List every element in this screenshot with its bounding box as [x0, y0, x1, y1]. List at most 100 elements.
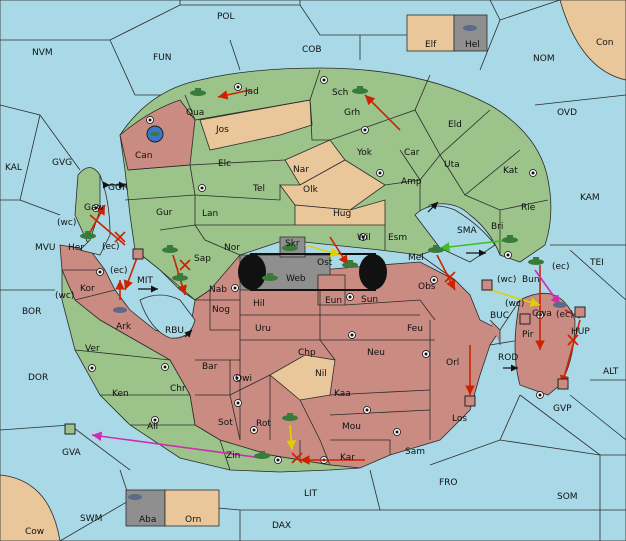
land-label-gur: Gur [156, 208, 173, 218]
sea-label-ovd: OVD [557, 108, 577, 118]
land-label-eun: Eun [325, 296, 342, 306]
land-label-nog: Nog [212, 305, 230, 315]
sea-label-mvu: MVU [35, 243, 56, 253]
land-label-qua: Qua [186, 108, 204, 118]
land-label-hil: Hil [253, 299, 265, 309]
army-unit-ost [342, 260, 358, 268]
land-label-orn: Orn [185, 515, 201, 525]
army-unit-mel [428, 245, 444, 253]
fleet-unit-mit [132, 248, 144, 260]
land-label-ail: Ail [147, 422, 158, 432]
sea-label-cob: COB [302, 45, 322, 55]
land-label-skr: Skr [285, 239, 300, 249]
land-label-sam: Sam [405, 447, 425, 457]
land-label-wil: Wil [357, 233, 371, 243]
land-label-kor: Kor [80, 284, 95, 294]
sea-label-dax: DAX [272, 521, 291, 531]
land-label-chp: Chp [298, 348, 316, 358]
fleet-unit-ark [113, 307, 127, 313]
sea-label-nvm: NVM [32, 48, 53, 58]
sea-label-rbu: RBU [165, 326, 184, 336]
land-label-nab: Nab [209, 285, 227, 295]
province-elf[interactable] [406, 14, 455, 52]
land-label-hup: HUP [571, 327, 590, 337]
central-lake-east [359, 254, 387, 290]
land-label-mel: Mel [408, 253, 424, 263]
army-unit-sch [352, 86, 368, 94]
sea-label-kam: KAM [580, 193, 600, 203]
units [64, 25, 586, 500]
land-label-hug: Hug [333, 209, 351, 219]
sea-label-buc: BUC [490, 311, 509, 321]
land-label-sot: Sot [218, 418, 233, 428]
land-labels: Jad Sch Qua Jos Grh Eld Can Elc Yok Car … [68, 40, 590, 525]
land-label-yok: Yok [356, 148, 373, 158]
land-label-nil: Nil [315, 369, 327, 379]
land-label-qwi: Qwi [235, 374, 252, 384]
province-hel[interactable] [453, 14, 488, 52]
army-unit-web [262, 273, 278, 281]
supply-centres [88, 76, 544, 464]
sea-label-kal: KAL [5, 163, 22, 173]
army-unit-jad [190, 88, 206, 96]
sea-label-con: Con [596, 38, 614, 48]
province-orn[interactable] [164, 489, 220, 527]
land-label-eld: Eld [448, 120, 462, 130]
land-label-bar: Bar [202, 362, 218, 372]
land-label-jos: Jos [215, 125, 229, 135]
army-unit-sap2 [172, 273, 188, 281]
sea-label-lit: LIT [304, 489, 318, 499]
fleet-unit-gva [64, 423, 76, 435]
land-label-gaw: Gaw [84, 203, 104, 213]
land-label-sap: Sap [194, 254, 211, 264]
land-label-mou: Mou [342, 422, 361, 432]
army-unit-bun [528, 257, 544, 265]
sea-label-mit: MIT [137, 276, 153, 286]
land-label-jad: Jad [244, 87, 259, 97]
coast-label: (wc) [505, 299, 524, 309]
land-label-pir: Pir [522, 330, 534, 340]
coast-label: (wc) [57, 218, 76, 228]
land-label-kat: Kat [503, 166, 518, 176]
sea-label-gva: GVA [62, 448, 82, 458]
land-label-car: Car [404, 148, 420, 158]
land-label-bri: Bri [491, 222, 503, 232]
land-label-olk: Olk [303, 185, 319, 195]
land-label-web: Web [286, 274, 306, 284]
sea-label-cow: Cow [25, 527, 44, 537]
coast-label: (ec) [556, 310, 574, 320]
land-label-can: Can [135, 151, 153, 161]
land-label-los: Los [452, 414, 467, 424]
fleet-unit-buc [481, 279, 493, 291]
coast-label: (wc) [497, 275, 516, 285]
land-label-feu: Feu [407, 324, 423, 334]
land-label-kaa: Kaa [334, 389, 351, 399]
coast-label: (ec) [102, 242, 120, 252]
land-label-neu: Neu [367, 348, 385, 358]
land-label-ken: Ken [112, 389, 129, 399]
land-label-orl: Orl [446, 358, 459, 368]
province-nil[interactable] [269, 354, 336, 401]
coast-labels: (wc) (ec) (wc) (ec) (wc) (ec) (wc) (ec) [55, 218, 574, 320]
sea-label-nom: NOM [533, 54, 555, 64]
land-label-bun: Bun [522, 275, 540, 285]
land-label-sch: Sch [332, 88, 348, 98]
sea-label-fun: FUN [153, 53, 172, 63]
sea-label-sma: SMA [457, 226, 477, 236]
province-hug[interactable] [294, 199, 386, 226]
army-unit-rot [282, 413, 298, 421]
land-label-elf: Elf [425, 40, 437, 50]
fleet-unit-hel [463, 25, 477, 31]
sea-label-som: SOM [557, 492, 578, 502]
fleet-unit-gwa [553, 302, 567, 308]
land-label-uru: Uru [255, 324, 271, 334]
land-label-grh: Grh [344, 108, 360, 118]
land-label-nor: Nor [224, 243, 240, 253]
sea-label-rod: ROD [498, 353, 518, 363]
land-label-gwa: Gwa [532, 309, 552, 319]
fleet-unit-los [464, 395, 476, 407]
sea-label-gvg: GVG [52, 158, 72, 168]
sea-label-tei: TEI [589, 258, 604, 268]
sea-label-gor: GOR [108, 183, 128, 193]
land-label-sun: Sun [361, 295, 378, 305]
